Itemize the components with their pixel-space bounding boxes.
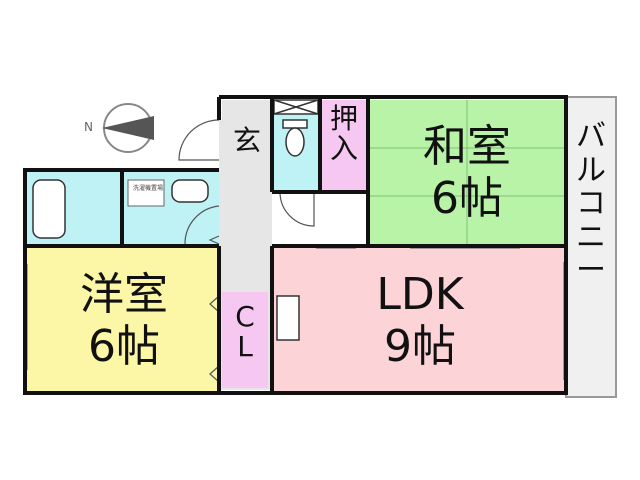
kitchen-sink-icon <box>276 295 300 341</box>
washer-space-icon <box>127 179 165 207</box>
balcony-label: バ ル コ ニ ー <box>576 119 606 289</box>
tatami-lines <box>370 100 564 246</box>
closet-label: C L <box>235 300 255 364</box>
western-room <box>27 248 219 391</box>
oshiire-label: 押 入 <box>329 102 358 166</box>
shoe-cabinet-icon <box>273 99 319 115</box>
ldk-room-size: 9帖 <box>384 321 456 372</box>
closet-area <box>222 292 268 388</box>
ldk-room <box>272 248 564 391</box>
western-room-name: 洋室 <box>80 269 168 320</box>
bathtub-icon <box>32 179 66 239</box>
walls <box>23 95 568 395</box>
toilet-bowl-icon <box>285 127 305 157</box>
western-room-size: 6帖 <box>88 321 160 372</box>
compass <box>102 103 154 153</box>
north-label: N <box>84 120 93 134</box>
entrance-label: 玄 <box>232 124 261 157</box>
closet-door-marks <box>208 235 220 383</box>
japanese-room-name: 和室 <box>423 121 511 172</box>
toilet-tank-icon <box>282 119 308 129</box>
entrance-area <box>222 100 272 170</box>
compass-needle <box>102 116 154 140</box>
japanese-room-size: 6帖 <box>431 173 503 224</box>
door-swings <box>178 119 315 245</box>
balcony-area <box>565 96 617 398</box>
washer-label: 洗濯機置場 <box>132 185 163 192</box>
washbasin-icon <box>171 179 209 203</box>
oshiire-area <box>320 100 368 192</box>
ldk-room-name: LDK <box>376 269 464 320</box>
